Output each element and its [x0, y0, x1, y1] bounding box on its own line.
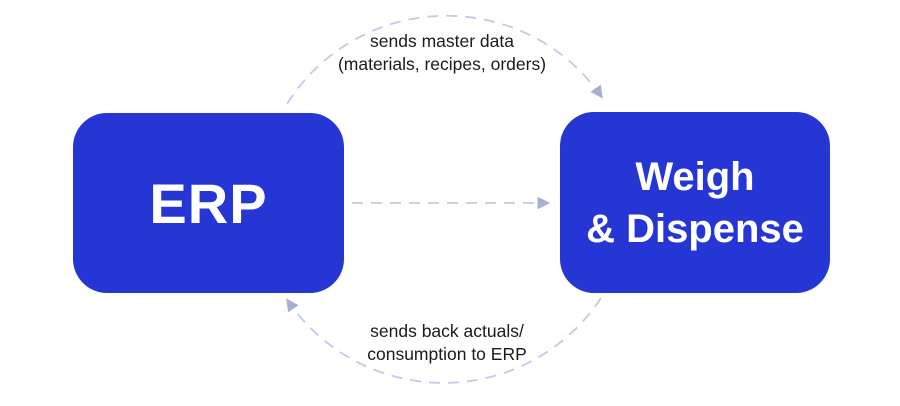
- weigh-dispense-box-label-line1: Weigh: [635, 154, 755, 199]
- weigh-dispense-box: Weigh & Dispense: [560, 112, 830, 293]
- top-arrow-label-line1: sends master data: [370, 31, 514, 51]
- bottom-arc-arrow: [286, 297, 602, 384]
- bottom-arrow-label: sends back actuals/ consumption to ERP: [367, 320, 527, 366]
- bottom-arrow-label-line2: consumption to ERP: [367, 344, 527, 364]
- top-arrow-label-line2: (materials, recipes, orders): [337, 54, 547, 74]
- bottom-arrow-label-line1: sends back actuals/: [370, 321, 524, 341]
- top-arrow-label: sends master data (materials, recipes, o…: [338, 30, 546, 76]
- erp-box: ERP: [73, 113, 344, 293]
- weigh-dispense-box-label-line2: & Dispense: [586, 206, 804, 251]
- erp-box-label: ERP: [149, 171, 268, 235]
